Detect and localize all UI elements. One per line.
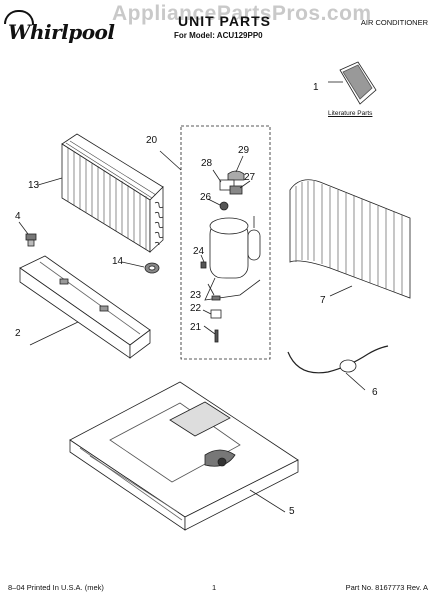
print-info: 8–04 Printed In U.S.A. (mek) [8,583,104,592]
literature-label: Literature Parts [328,110,373,117]
callout-6: 6 [372,387,378,398]
part-number: Part No. 8167773 Rev. A [345,583,428,592]
callout-2: 2 [15,328,21,339]
callout-23: 23 [190,290,202,301]
compressor-group[interactable] [159,125,271,360]
model-subtitle: For Model: ACU129PP0 [174,31,263,40]
callout-22: 22 [190,303,202,314]
callout-1: 1 [313,82,319,93]
callout-26: 26 [200,192,212,203]
brand-name: Whirlpool [8,20,115,44]
callout-20: 20 [146,135,158,146]
callout-24: 24 [193,246,205,257]
callout-4: 4 [15,211,21,222]
condenser-coil[interactable] [37,133,164,253]
literature-booklet[interactable] [328,61,377,105]
base-pan-rail[interactable] [19,255,151,359]
base-pan[interactable] [69,381,299,531]
callout-29: 29 [238,145,250,156]
callout-7: 7 [320,295,326,306]
callout-21: 21 [190,322,202,333]
callout-13: 13 [28,180,40,191]
appliance-category: AIR CONDITIONER [360,18,428,27]
grommet[interactable] [121,261,160,274]
callout-14: 14 [112,256,124,267]
evaporator-coil[interactable] [289,179,411,299]
callout-27: 27 [244,172,256,183]
callout-5: 5 [289,506,295,517]
watermark: AppliancePartsPros.com [112,2,372,25]
callout-28: 28 [201,158,213,169]
page-title: UNIT PARTS [178,13,271,29]
capillary-tube[interactable] [287,345,389,391]
screw[interactable] [18,221,37,247]
brand-logo: Whirlpool [4,10,115,44]
page-number: 1 [212,583,217,592]
